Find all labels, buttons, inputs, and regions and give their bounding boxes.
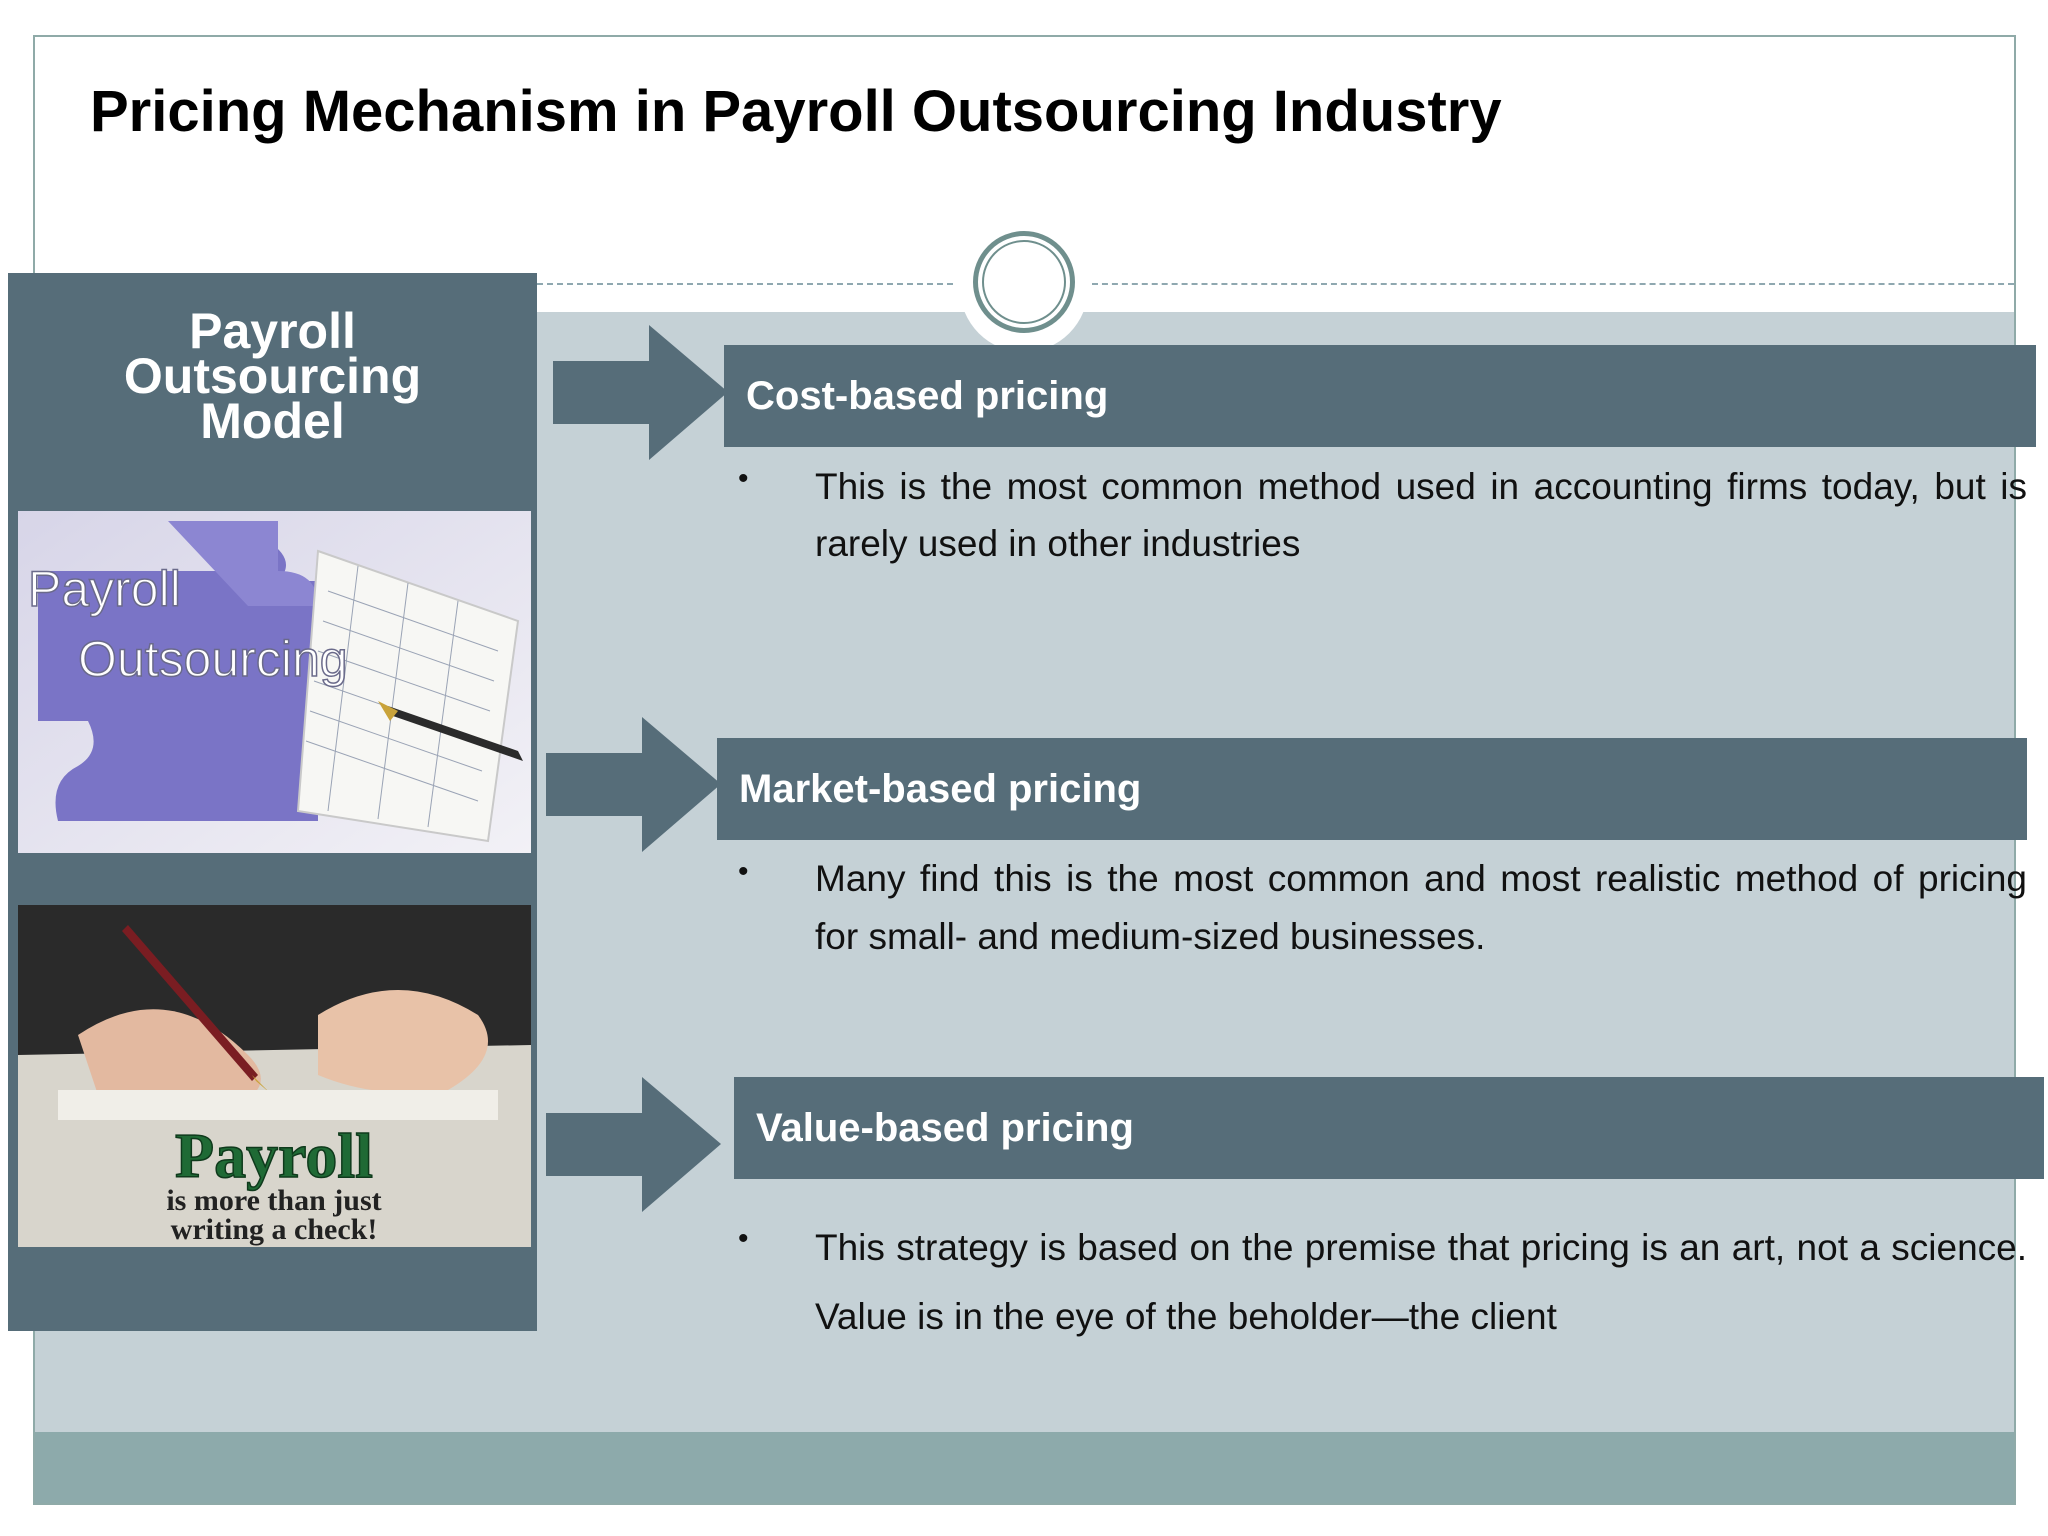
dashed-divider-left [537, 283, 953, 285]
image1-word-1: Payroll [28, 561, 181, 617]
slide-title: Pricing Mechanism in Payroll Outsourcing… [90, 79, 1502, 144]
circle-ornament [973, 231, 1075, 333]
signing-illustration: Payroll is more than just writing a chec… [18, 905, 531, 1247]
section-heading-value-based: Value-based pricing [734, 1077, 2044, 1179]
model-title-line: Outsourcing [123, 348, 422, 404]
model-panel-title: Payroll Outsourcing Model [8, 303, 537, 449]
image1-word-2: Outsourcing [78, 631, 348, 687]
section-text-value-based: This strategy is based on the premise th… [815, 1227, 2027, 1337]
model-title-line: Model [200, 393, 345, 449]
image2-line-2: writing a check! [171, 1213, 378, 1246]
payroll-check-image: Payroll is more than just writing a chec… [18, 905, 531, 1247]
puzzle-illustration: Payroll Outsourcing [18, 511, 531, 853]
model-title-line: Payroll [189, 303, 356, 359]
bullet-marker: • [738, 855, 749, 888]
bullet-marker: • [738, 1222, 749, 1255]
arrow-right-icon [546, 1077, 721, 1212]
footer-band [35, 1432, 2014, 1503]
section-text-market-based: Many find this is the most common and mo… [815, 858, 2027, 957]
section-text-cost-based: This is the most common method used in a… [815, 466, 2027, 564]
model-panel: Payroll Outsourcing Model [8, 273, 537, 1331]
image2-line-1: is more than just [166, 1184, 381, 1217]
bullet-marker: • [738, 462, 749, 495]
payroll-outsourcing-image: Payroll Outsourcing [18, 511, 531, 853]
arrow-right-icon [553, 325, 728, 460]
section-heading-cost-based: Cost-based pricing [724, 345, 2036, 447]
dashed-divider-right [1092, 283, 2014, 285]
arrow-right-icon [546, 717, 721, 852]
section-heading-market-based: Market-based pricing [717, 738, 2027, 840]
image2-headline: Payroll [175, 1120, 373, 1191]
